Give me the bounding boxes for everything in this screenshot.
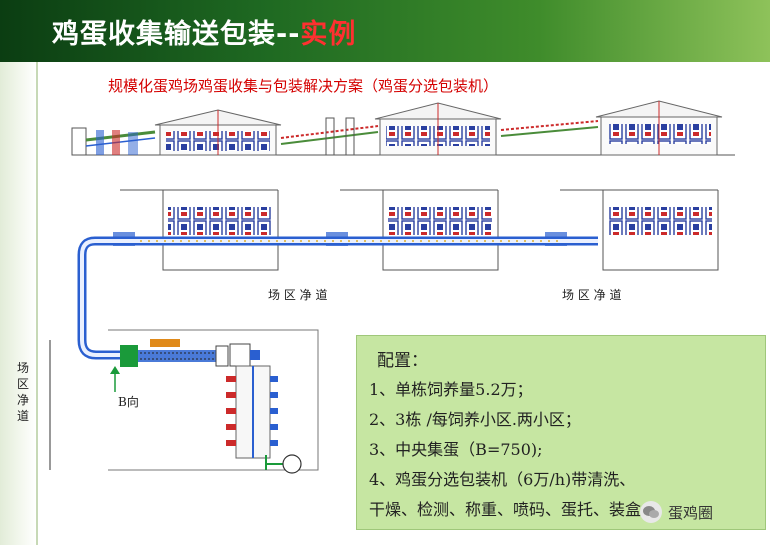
elevation-house-1 [154, 109, 282, 156]
plan-house-2 [340, 189, 499, 271]
elevation-house-3 [595, 100, 723, 156]
egg-grading-machine [120, 339, 302, 474]
config-item-4: 4、鸡蛋分选包装机（6万/h)带清洗、 [369, 470, 636, 489]
elevation-conveyor-2 [500, 120, 599, 137]
central-egg-conveyor [77, 236, 598, 360]
plan-house-3 [560, 189, 719, 271]
config-item-1: 1、单栋饲养量5.2万； [369, 380, 533, 399]
title-separator: -- [276, 19, 301, 50]
title-highlight: 实例 [300, 19, 357, 50]
b-direction-label: B向 [118, 395, 139, 409]
left-decoration [0, 62, 36, 545]
diagram-subtitle: 规模化蛋鸡场鸡蛋收集与包装解决方案（鸡蛋分选包装机） [108, 77, 499, 95]
elevation-left-conveyor [71, 127, 156, 156]
road-label-right: 场 区 净 道 [562, 288, 622, 302]
b-direction-arrow [110, 366, 120, 392]
plan-view [49, 189, 719, 474]
config-title: 配置： [377, 351, 428, 371]
elevation-house-2 [374, 102, 502, 156]
watermark: 蛋鸡圈 [640, 501, 713, 523]
left-divider [36, 62, 38, 545]
plan-house-1 [120, 189, 279, 271]
road-label-vertical: 场区净道 [16, 361, 29, 423]
page-title: 鸡蛋收集输送包装--实例 [52, 12, 356, 51]
road-label-left: 场 区 净 道 [268, 288, 328, 302]
config-item-5: 干燥、检测、称重、喷码、蛋托、装盒。 [369, 500, 658, 519]
wechat-icon [640, 501, 662, 523]
title-main: 鸡蛋收集输送包装 [52, 19, 276, 50]
elevation-conveyor-1 [280, 117, 379, 156]
watermark-text: 蛋鸡圈 [668, 503, 714, 522]
packing-room-outline [108, 329, 319, 471]
config-item-2: 2、3栋 /每饲养小区.两小区； [369, 410, 581, 429]
config-item-3: 3、中央集蛋（B=750); [369, 440, 543, 459]
elevation-view [71, 100, 735, 156]
header-bar: 鸡蛋收集输送包装--实例 [0, 0, 770, 62]
config-panel: 配置： 1、单栋饲养量5.2万； 2、3栋 /每饲养小区.两小区； 3、中央集蛋… [356, 335, 766, 530]
